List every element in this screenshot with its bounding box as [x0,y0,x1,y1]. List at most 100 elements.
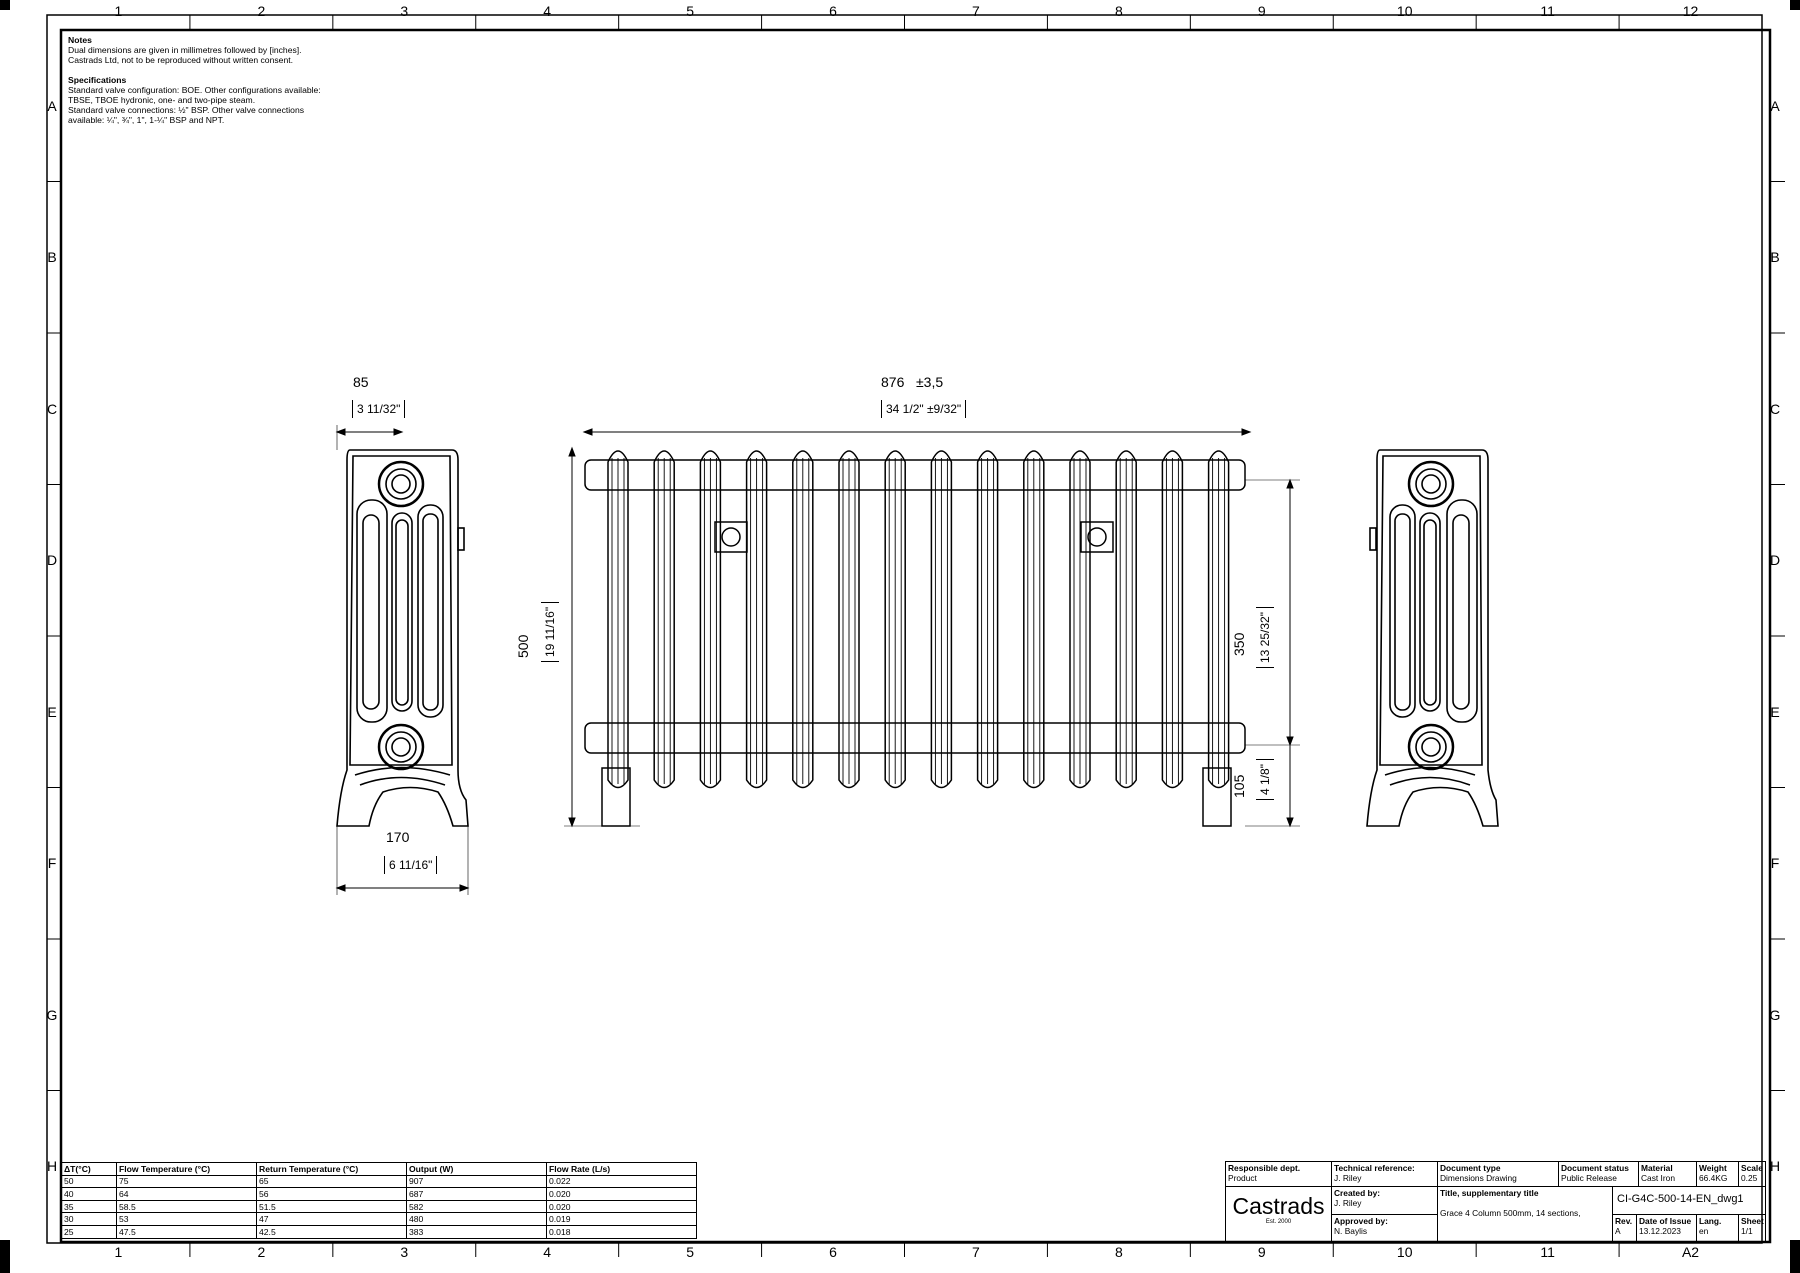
rev-cell: Rev. A [1612,1214,1637,1242]
dim-floor-in: 4 1/8" [1256,759,1274,800]
dim-height-in: 19 11/16" [541,601,559,662]
grid-row-label-right: E [1770,703,1780,720]
dim-foot-width-in: 6 11/16" [384,856,438,874]
table-cell: 0.019 [546,1212,697,1226]
date-label: Date of Issue [1639,1216,1692,1226]
grid-column-label-top: 8 [1114,3,1123,19]
grid-row-label-right: H [1769,1158,1781,1175]
grid-column-label-top: 7 [972,3,980,19]
logo-cell: Castrads Est. 2000 [1225,1186,1332,1242]
specifications-title: Specifications [68,75,127,85]
radiator-section [930,450,953,789]
table-cell: 25 [61,1224,117,1239]
col-flow-rate: Flow Rate (L/s) [546,1162,697,1176]
col-return-temp: Return Temperature (°C) [256,1162,407,1176]
title-block: Responsible dept. Product Technical refe… [1225,1161,1766,1242]
table-cell: 0.020 [546,1187,697,1201]
technical-reference-cell: Technical reference: J. Riley [1331,1161,1438,1187]
table-header-row: ΔT(°C) Flow Temperature (°C) Return Temp… [61,1162,697,1176]
table-cell: 64 [116,1187,257,1201]
grid-column-label-top: 5 [686,3,695,19]
grid-row-label-left: H [46,1158,58,1175]
notes-block: Notes Dual dimensions are given in milli… [68,35,368,135]
dim-foot-width-mm: 170 [386,829,410,845]
radiator-section [607,450,629,789]
table-cell: 35 [61,1199,117,1214]
document-status-value: Public Release [1561,1173,1617,1183]
grid-row-label-right: C [1769,400,1781,417]
material-cell: Material Cast Iron [1638,1161,1697,1187]
sheet-size-label: A2 [1681,1244,1700,1260]
grid-column-label-bottom: 4 [543,1244,552,1260]
dimension-lines [335,425,1300,895]
grid-row-label-left: B [47,249,57,266]
date-cell: Date of Issue 13.12.2023 [1636,1214,1697,1242]
responsible-dept-value: Product [1228,1173,1257,1183]
radiator-section [838,450,860,789]
grid-column-label-top: 2 [257,3,266,19]
notes-title: Notes [68,35,92,45]
grid-row-label-right: F [1770,855,1780,872]
dim-length-mm: 876 [881,374,905,390]
grid-row-label-left: E [47,703,57,720]
dim-length-in: 34 1/2" ±9/32" [881,400,967,418]
scale-label: Scale [1741,1163,1763,1173]
dim-depth-in: 3 11/32" [352,400,406,418]
dim-depth-mm: 85 [353,374,369,390]
spec-line: Standard valve connections: ½" BSP. Othe… [68,105,305,115]
grid-column-label-bottom: 9 [1257,1244,1266,1260]
drawing-title-cell: Title, supplementary title Grace 4 Colum… [1437,1186,1613,1242]
table-cell: 56 [256,1187,407,1201]
spec-line: Standard valve configuration: BOE. Other… [68,85,321,95]
grid-column-label-bottom: 3 [400,1244,409,1260]
document-type-cell: Document type Dimensions Drawing [1437,1161,1559,1187]
radiator-section [745,450,768,789]
technical-reference-value: J. Riley [1334,1173,1362,1183]
rev-value: A [1615,1226,1621,1236]
lang-cell: Lang. en [1696,1214,1739,1242]
dim-length-tolerance-mm: ±3,5 [916,374,944,390]
material-value: Cast Iron [1641,1173,1675,1183]
radiator-section [884,450,906,789]
grid-column-label-top: 4 [543,3,552,19]
table-cell: 47 [256,1212,407,1226]
grid-column-label-bottom: 5 [686,1244,695,1260]
grid-row-label-right: D [1769,552,1781,569]
created-by-value: J. Riley [1334,1198,1362,1208]
table-cell: 480 [406,1212,547,1226]
table-cell: 50 [61,1174,117,1189]
table-cell: 0.020 [546,1199,697,1214]
table-cell: 51.5 [256,1199,407,1214]
document-status-cell: Document status Public Release [1558,1161,1639,1187]
drawing-title-value: Grace 4 Column 500mm, 14 sections, [1440,1208,1581,1218]
table-cell: 58.5 [116,1199,257,1214]
dim-length-in-value: 34 1/2" [886,402,924,416]
approved-by-label: Approved by: [1334,1216,1388,1226]
grid-row-label-left: G [46,1006,58,1023]
grid-row-label-left: C [46,400,58,417]
side-view-left [336,449,469,827]
dim-floor-mm: 105 [1231,774,1247,798]
table-cell: 687 [406,1187,547,1201]
radiator-section [1207,450,1230,789]
scale-cell: Scale 0.25 [1738,1161,1766,1187]
sheet-cell: Sheet 1/1 [1738,1214,1766,1242]
castrads-logo-sub: Est. 2000 [1265,1219,1292,1225]
date-value: 13.12.2023 [1639,1226,1681,1236]
document-type-label: Document type [1440,1163,1501,1173]
table-cell: 0.022 [546,1174,697,1189]
castrads-logo: Castrads [1232,1193,1325,1219]
radiator-front-view [584,450,1246,827]
dim-length-in-tolerance: ±9/32" [926,402,962,416]
grid-column-label-bottom: 2 [257,1244,266,1260]
responsible-dept-label: Responsible dept. [1228,1163,1301,1173]
approved-by-value: N. Baylis [1334,1226,1368,1236]
grid-column-label-bottom: 1 [114,1244,123,1260]
dim-centres-in: 13 25/32" [1256,607,1274,668]
grid-row-label-right: G [1769,1006,1781,1023]
